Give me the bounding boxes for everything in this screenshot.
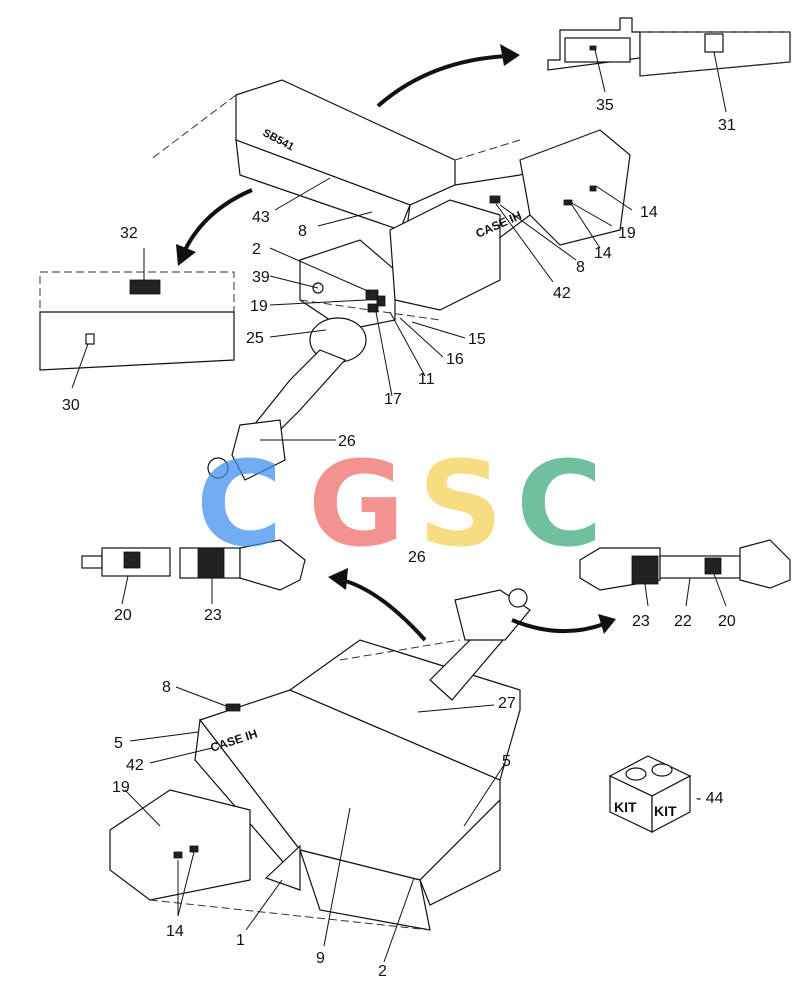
- callout-11: 11: [418, 371, 435, 388]
- kit-label-right: KIT: [654, 803, 677, 819]
- decal-31: [704, 33, 724, 53]
- callout-43: 43: [252, 209, 270, 226]
- kit-box: KIT KIT: [608, 755, 692, 833]
- watermark-letter-g: G: [308, 435, 405, 573]
- callout-19-upper-left: 19: [250, 298, 268, 315]
- callout-25: 25: [246, 330, 264, 347]
- callout-39: 39: [252, 269, 270, 286]
- arrowhead-left: [176, 244, 196, 266]
- decal-32: [129, 279, 161, 295]
- callout-20-left: 20: [114, 607, 132, 624]
- callout-2-upper: 2: [252, 241, 261, 258]
- callout-19-lower: 19: [112, 779, 130, 796]
- callout-23-left: 23: [204, 607, 222, 624]
- callout-16: 16: [446, 351, 464, 368]
- callout-2-lower: 2: [378, 963, 387, 980]
- callout-8-upper-right: 8: [576, 259, 585, 276]
- kit-label-left: KIT: [614, 799, 637, 815]
- watermark: C G S C: [196, 435, 603, 573]
- callout-30: 30: [62, 397, 80, 414]
- callout-22: 22: [674, 613, 692, 630]
- callout-26-upper: 26: [338, 433, 356, 450]
- callout-42-lower: 42: [126, 757, 144, 774]
- callout-20-right: 20: [718, 613, 736, 630]
- callout-42-upper: 42: [553, 285, 571, 302]
- callout-19-upper-right: 19: [618, 225, 636, 242]
- callout-5-left: 5: [114, 735, 123, 752]
- arrowhead-middle-right: [598, 614, 616, 634]
- detail-left: [39, 248, 235, 389]
- callouts: 35 31 43 8 14 19 14 8 42 32 2 39 19 25 1…: [62, 97, 736, 980]
- decal-35: [589, 45, 597, 51]
- driveline-left: [81, 539, 306, 605]
- callout-5-right: 5: [502, 753, 511, 770]
- callout-8-upper-left: 8: [298, 223, 307, 240]
- arrowhead-top: [500, 44, 520, 66]
- lower-assembly: CASE IH: [109, 588, 531, 963]
- callout-14-upper-b: 14: [594, 245, 612, 262]
- arrowhead-middle-left: [328, 568, 348, 590]
- watermark-letter-s: S: [418, 435, 503, 573]
- arrows: [176, 44, 616, 642]
- arrow-to-top-detail: [376, 54, 509, 108]
- callout-31: 31: [718, 117, 736, 134]
- arrow-to-left-driveline: [341, 578, 427, 642]
- detail-top-right: [547, 17, 791, 113]
- callout-17: 17: [384, 391, 402, 408]
- callout-23-right: 23: [632, 613, 650, 630]
- callout-26-lower: 26: [408, 549, 426, 566]
- callout-35: 35: [596, 97, 614, 114]
- callout-15: 15: [468, 331, 486, 348]
- decal-30: [85, 333, 95, 345]
- callout-14-lower: 14: [166, 923, 184, 940]
- watermark-letter-c1: C: [196, 435, 283, 573]
- arrow-to-left-detail: [183, 188, 253, 251]
- callout-27: 27: [498, 695, 516, 712]
- callout-9: 9: [316, 950, 325, 967]
- callout-1: 1: [236, 932, 245, 949]
- upper-assembly: SB541 CASE IH: [149, 79, 633, 481]
- callout-8-lower: 8: [162, 679, 171, 696]
- arrow-to-right-driveline: [511, 618, 605, 634]
- driveline-right: [579, 539, 791, 607]
- callout-44: - 44: [696, 790, 724, 807]
- callout-14-upper-a: 14: [640, 204, 658, 221]
- callout-32: 32: [120, 225, 138, 242]
- watermark-letter-c2: C: [516, 435, 603, 573]
